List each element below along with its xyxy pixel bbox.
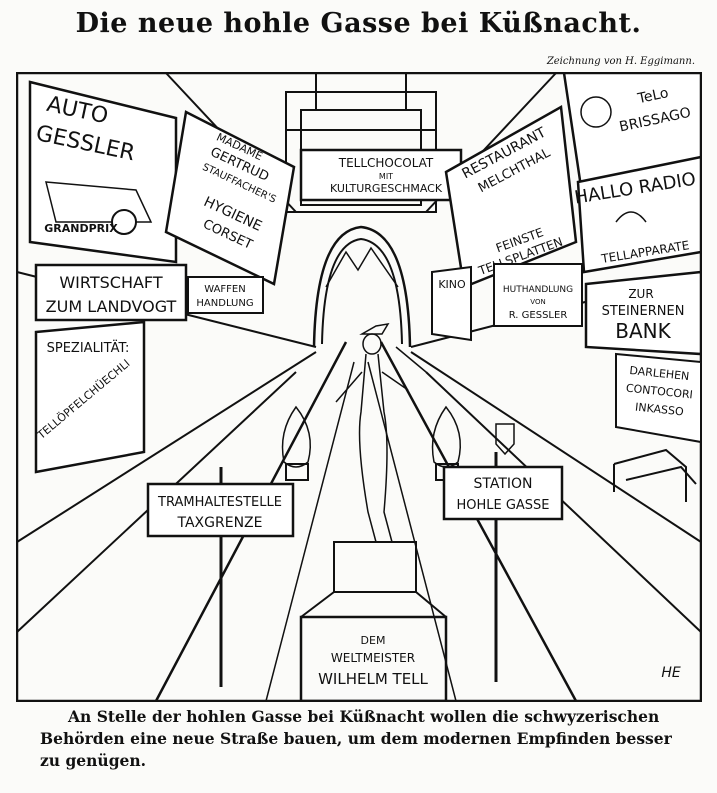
sign-kino: KINO <box>431 265 472 342</box>
svg-text:TRAMHALTESTELLE: TRAMHALTESTELLE <box>157 495 282 510</box>
svg-text:BANK: BANK <box>615 319 671 343</box>
illustrator-credit: Zeichnung von H. Eggimann. <box>546 56 695 67</box>
svg-text:WELTMEISTER: WELTMEISTER <box>331 651 415 665</box>
sign-darlehen: DARLEHEN CONTOCORI INKASSO <box>615 352 702 444</box>
sign-tellchocolat: TELLCHOCOLAT MIT KULTURGESCHMACK <box>299 148 463 202</box>
sign-restaurant-melchthal: RESTAURANT MELCHTHAL FEINSTE TELLSPLATTE… <box>444 104 578 289</box>
artist-signature: HE <box>661 665 681 681</box>
sign-hallo-radio: HALLO RADIO TELLAPPARATE <box>573 155 702 274</box>
illustration: AUTO GESSLER GRANDPRIX MADAME GERTRUD ST… <box>16 72 702 702</box>
svg-text:KINO: KINO <box>438 278 466 291</box>
sign-station: STATION HOHLE GASSE <box>442 465 564 521</box>
svg-text:R. GESSLER: R. GESSLER <box>509 310 568 321</box>
svg-text:HANDLUNG: HANDLUNG <box>196 298 253 309</box>
sign-spezialitaet: SPEZIALITÄT: TELLÖPFELCHÜECHLI <box>34 320 146 474</box>
svg-text:TeLo: TeLo <box>635 85 670 107</box>
sign-huthandlung: HUTHANDLUNG VON R. GESSLER <box>493 263 583 327</box>
svg-text:ZUM LANDVOGT: ZUM LANDVOGT <box>46 297 177 316</box>
svg-text:SPEZIALITÄT:: SPEZIALITÄT: <box>47 340 130 356</box>
street-scene: AUTO GESSLER GRANDPRIX MADAME GERTRUD ST… <box>16 72 702 702</box>
sign-tramhaltestelle: TRAMHALTESTELLE TAXGRENZE <box>146 482 295 538</box>
sign-wirtschaft: WIRTSCHAFT ZUM LANDVOGT <box>34 263 188 322</box>
svg-text:VON: VON <box>530 298 545 306</box>
sign-madame-gertrud: MADAME GERTRUD STAUFFACHER'S HYGIENE COR… <box>164 110 296 286</box>
svg-text:GRANDPRIX: GRANDPRIX <box>44 222 118 235</box>
caption: An Stelle der hohlen Gasse bei Küßnacht … <box>40 707 672 770</box>
svg-text:KULTURGESCHMACK: KULTURGESCHMACK <box>330 182 443 195</box>
svg-text:HUTHANDLUNG: HUTHANDLUNG <box>503 285 573 295</box>
sign-telo-brissago: TeLo BRISSAGO <box>562 72 702 189</box>
svg-text:TELLCHOCOLAT: TELLCHOCOLAT <box>338 156 434 170</box>
sign-auto-gessler: AUTO GESSLER GRANDPRIX <box>28 80 178 264</box>
pedestal-inscription: DEM WELTMEISTER WILHELM TELL <box>318 634 428 688</box>
sign-waffen: WAFFEN HANDLUNG <box>187 276 264 314</box>
svg-text:WIRTSCHAFT: WIRTSCHAFT <box>59 273 162 292</box>
svg-text:STATION: STATION <box>473 476 532 492</box>
svg-text:INKASSO: INKASSO <box>634 401 684 419</box>
svg-text:WAFFEN: WAFFEN <box>204 284 245 295</box>
svg-text:MIT: MIT <box>379 172 393 181</box>
page-title: Die neue hohle Gasse bei Küßnacht. <box>75 8 642 39</box>
svg-text:DEM: DEM <box>361 634 386 647</box>
svg-text:ZUR: ZUR <box>628 287 653 301</box>
svg-text:WILHELM TELL: WILHELM TELL <box>318 670 428 688</box>
sign-bank: ZUR STEINERNEN BANK <box>584 270 702 356</box>
svg-text:HOHLE GASSE: HOHLE GASSE <box>456 498 549 513</box>
svg-text:DARLEHEN: DARLEHEN <box>629 364 690 383</box>
svg-text:STEINERNEN: STEINERNEN <box>602 304 685 319</box>
svg-text:TAXGRENZE: TAXGRENZE <box>177 515 263 531</box>
